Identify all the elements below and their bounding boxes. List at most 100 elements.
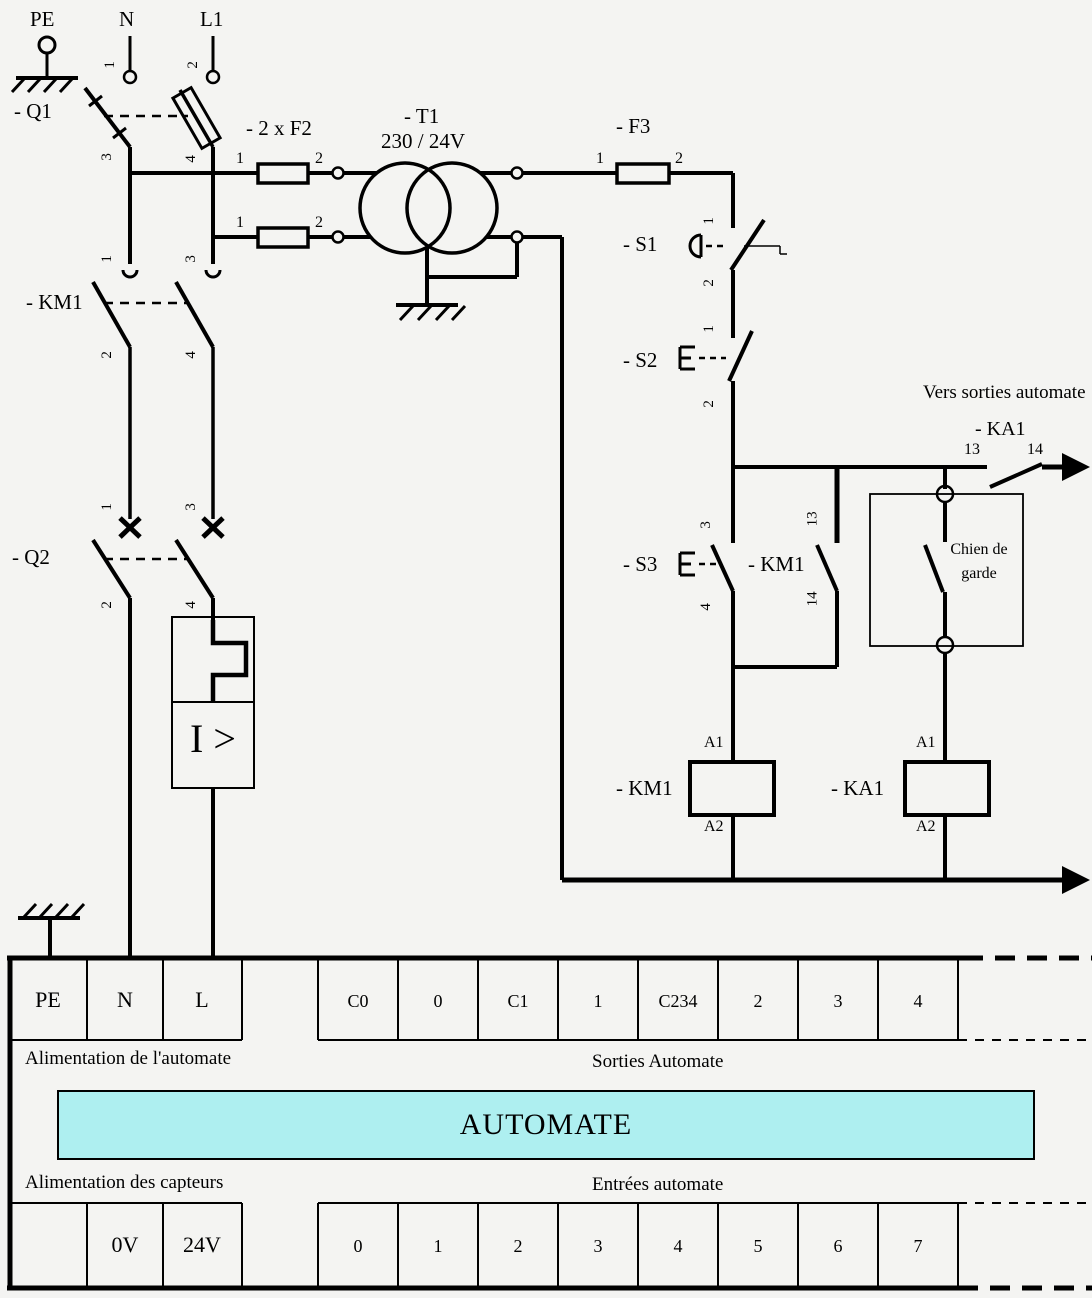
- t-ka1-13: 13: [964, 441, 980, 458]
- watchdog-box-icon: [869, 467, 1024, 762]
- automate-label: AUTOMATE: [459, 1108, 633, 1141]
- t-ka1coil-a2: A2: [916, 818, 936, 835]
- label-q1: - Q1: [14, 99, 52, 123]
- t-n-1: 1: [101, 61, 118, 69]
- automate-block: AUTOMATE: [57, 1090, 1035, 1160]
- t-km1-4: 4: [182, 351, 199, 359]
- t-s1-1: 1: [700, 217, 717, 225]
- terminal-cell-label: C0: [347, 991, 369, 1012]
- terminal-cell-label: C234: [658, 991, 698, 1012]
- label-t1: - T1: [404, 104, 440, 128]
- terminal-cell-label: 2: [753, 991, 763, 1012]
- ka1-coil-icon: [903, 760, 991, 880]
- label-f3: - F3: [616, 114, 651, 138]
- zero-volt-rail: [560, 237, 1090, 894]
- t-q1-4: 4: [182, 155, 199, 163]
- label-n-top: N: [119, 7, 135, 31]
- terminal-cell-label: 4: [673, 1236, 683, 1257]
- t-ka1coil-a1: A1: [916, 734, 936, 751]
- t1-transformer-icon: [358, 161, 617, 305]
- t-f2b-2: 2: [315, 214, 323, 231]
- supply-terminals-icon: [122, 36, 221, 85]
- t-q1-3: 3: [98, 153, 115, 161]
- terminal-cell-label: 3: [593, 1236, 603, 1257]
- q1-disconnector-icon: [83, 85, 223, 151]
- km1-coil-icon: [688, 667, 776, 880]
- t-q2-3: 3: [182, 503, 199, 511]
- caption-sorties: Sorties Automate: [592, 1051, 724, 1072]
- terminal-cell-label: 24V: [183, 1231, 221, 1257]
- label-ka1-coil: - KA1: [831, 776, 885, 800]
- t-f3-2: 2: [675, 150, 683, 167]
- terminal-cell-label: 2: [513, 1236, 523, 1257]
- km1-aux-contact-icon: [733, 467, 840, 669]
- t-km1-1: 1: [98, 255, 115, 263]
- caption-alim-automate: Alimentation de l'automate: [25, 1048, 232, 1069]
- label-watchdog-1: Chien de: [950, 541, 1008, 558]
- terminal-cell-label: L: [195, 986, 209, 1012]
- plc-ground-icon: [18, 902, 86, 958]
- f2-fuses-icon: [256, 162, 377, 249]
- t-s3-4: 4: [697, 603, 714, 611]
- label-f2: - 2 x F2: [246, 116, 312, 140]
- t-s3-3: 3: [697, 521, 714, 529]
- t-f2b-1: 1: [236, 214, 244, 231]
- t-km1coil-a1: A1: [704, 734, 724, 751]
- label-t1-ratio: 230 / 24V: [381, 129, 465, 153]
- t-f3-1: 1: [596, 150, 604, 167]
- note-vers-sorties: Vers sorties automate: [923, 382, 1086, 403]
- t-km1-3: 3: [182, 255, 199, 263]
- label-km1-coil: - KM1: [616, 776, 673, 800]
- t-km1coil-a2: A2: [704, 818, 724, 835]
- ka1-contact-icon: [989, 453, 1090, 489]
- caption-entrees: Entrées automate: [592, 1174, 724, 1195]
- t-km1aux-13: 13: [804, 511, 821, 527]
- q2-breaker-icon: [171, 616, 255, 958]
- plc-block-borders: [7, 955, 1092, 1291]
- terminal-cell-label: 0V: [111, 1231, 139, 1257]
- label-watchdog-2: garde: [961, 565, 997, 582]
- label-i-gt: I >: [190, 716, 236, 761]
- label-km1-aux: - KM1: [748, 552, 805, 576]
- t-s2-1: 1: [700, 325, 717, 333]
- label-pe-top: PE: [30, 7, 55, 31]
- t-f2a-2: 2: [315, 150, 323, 167]
- terminal-cell-label: 0: [433, 991, 443, 1012]
- km1-q2-power-icons: [91, 269, 225, 958]
- t-km1-2: 2: [98, 351, 115, 359]
- pe-terminal-icon: [10, 35, 78, 94]
- terminal-cell-label: 1: [593, 991, 603, 1012]
- terminal-cell-label: 0: [353, 1236, 363, 1257]
- terminal-cell-label: N: [117, 986, 133, 1012]
- t-q2-4: 4: [182, 601, 199, 609]
- t-q2-1: 1: [98, 503, 115, 511]
- f3-fuse-icon: [615, 162, 735, 228]
- terminal-cell-label: 5: [753, 1236, 763, 1257]
- label-q2: - Q2: [12, 545, 50, 569]
- terminal-cell-label: C1: [507, 991, 529, 1012]
- terminal-cell-label: 6: [833, 1236, 843, 1257]
- label-s2: - S2: [623, 348, 658, 372]
- t-q2-2: 2: [98, 601, 115, 609]
- terminal-cell-label: 1: [433, 1236, 443, 1257]
- terminal-cell-label: 7: [913, 1236, 923, 1257]
- transformer-ground-icon: [396, 303, 467, 322]
- t-l1-2: 2: [184, 61, 201, 69]
- primary-wiring: [128, 147, 258, 264]
- terminal-cell-label: 4: [913, 991, 923, 1012]
- terminal-cell-label: PE: [35, 986, 61, 1012]
- label-s1: - S1: [623, 232, 658, 256]
- s2-contact-icon: [678, 330, 754, 467]
- t-km1aux-14: 14: [804, 591, 821, 607]
- t-f2a-1: 1: [236, 150, 244, 167]
- terminal-cell-label: 3: [833, 991, 843, 1012]
- t-s1-2: 2: [700, 279, 717, 287]
- t-s2-2: 2: [700, 400, 717, 408]
- label-l1-top: L1: [200, 7, 224, 31]
- label-ka1-contact: - KA1: [975, 418, 1026, 440]
- s3-contact-icon: [678, 467, 735, 667]
- label-s3: - S3: [623, 552, 658, 576]
